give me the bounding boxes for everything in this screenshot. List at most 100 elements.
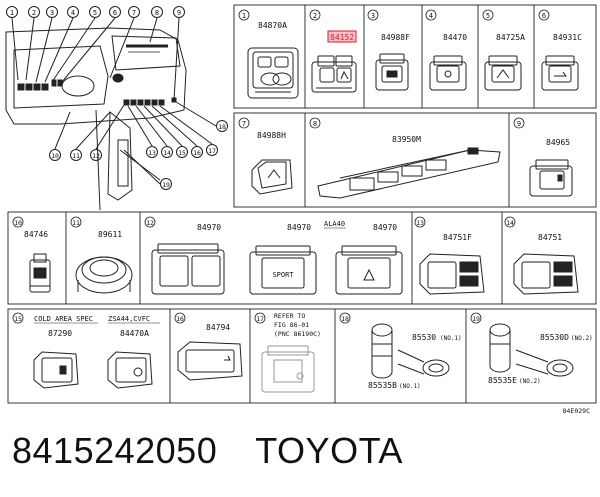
cell-14[interactable]: 14 84751 — [504, 216, 579, 295]
mirror-switch-icon — [247, 47, 299, 99]
cell-15[interactable]: 15 COLD AREA SPEC ZSA44,CVFC 87290 84470… — [12, 312, 160, 389]
callout-8[interactable]: 8 — [151, 6, 163, 18]
part-qualifier: (NO.2) — [519, 378, 541, 385]
cell-number: 14 — [506, 219, 514, 227]
cell-number: 5 — [486, 12, 490, 20]
grid-lines — [7, 4, 597, 404]
cell-number: 19 — [472, 315, 480, 323]
callout-4[interactable]: 4 — [67, 6, 79, 18]
cell-18[interactable]: 18 85530 (NO.1) 85535B (NO.1) — [339, 312, 462, 390]
cell-number: 4 — [429, 12, 433, 20]
callout-label: 3 — [50, 9, 54, 17]
cell-1[interactable]: 1 84870A — [238, 9, 299, 99]
figure-code: 84E029C — [563, 407, 590, 415]
cell-13[interactable]: 13 84751F — [414, 216, 485, 295]
callout-16[interactable]: 16 — [191, 146, 203, 158]
callout-label: 4 — [71, 9, 75, 17]
cell-number: 11 — [72, 219, 80, 227]
cell-4[interactable]: 4 84470 — [425, 9, 467, 91]
callout-5[interactable]: 5 — [89, 6, 101, 18]
callout-11[interactable]: 11 — [70, 149, 82, 161]
cell-number: 13 — [416, 219, 424, 227]
warning-switch-icon — [335, 245, 403, 295]
part-number-label: 85535B — [368, 381, 397, 390]
part-number-label: 83950M — [392, 135, 421, 144]
switch-panel-icon — [317, 147, 501, 199]
cell-number: 7 — [242, 120, 246, 128]
switch-icon — [251, 159, 293, 195]
cell-number: 9 — [517, 120, 521, 128]
cell-number: 16 — [176, 315, 184, 323]
spec-label: ZSA44,CVFC — [108, 315, 150, 323]
heated-seat-switch-icon — [311, 55, 357, 93]
callout-label: 19 — [162, 181, 170, 189]
callout-label: 6 — [113, 9, 117, 17]
callout-label: 16 — [193, 149, 201, 157]
cell-number: 10 — [14, 219, 22, 227]
callout-6[interactable]: 6 — [109, 6, 121, 18]
switch-icon — [107, 351, 153, 389]
part-qualifier: (NO.1) — [399, 383, 421, 390]
dashboard-overview: 1 2 3 4 5 6 7 8 9 — [5, 6, 228, 211]
cell-9[interactable]: 9 84965 — [513, 117, 573, 197]
part-number-label: 84988F — [381, 33, 410, 42]
cell-17[interactable]: 17 REFER TO FIG 86-01 (PNC 86190C) — [254, 312, 321, 393]
cell-5[interactable]: 5 84725A — [482, 9, 525, 91]
callout-label: 17 — [208, 147, 216, 155]
cell-number: 2 — [313, 12, 317, 20]
callout-10[interactable]: 10 — [49, 149, 61, 161]
cell-8[interactable]: 8 83950M — [309, 117, 501, 199]
part-number-label: 84970 — [287, 223, 311, 232]
part-number-label: 84470A — [120, 329, 149, 338]
callout-13[interactable]: 13 — [146, 146, 158, 158]
cell-number: 17 — [256, 315, 264, 323]
callout-14[interactable]: 14 — [161, 146, 173, 158]
callout-17[interactable]: 17 — [206, 144, 218, 156]
callout-18[interactable]: 18 — [216, 120, 228, 132]
part-number-label: 84965 — [546, 138, 570, 147]
cell-6[interactable]: 6 84931C — [538, 9, 582, 91]
callout-label: 15 — [178, 149, 186, 157]
cell-10[interactable]: 10 84746 — [12, 216, 51, 293]
part-qualifier: (NO.1) — [440, 335, 462, 342]
cell-16[interactable]: 16 84794 — [174, 312, 243, 381]
switch-block-icon — [513, 253, 579, 295]
part-number-label: 84970 — [197, 223, 221, 232]
callout-1[interactable]: 1 — [6, 6, 18, 18]
switch-icon — [177, 341, 243, 381]
part-number-label: 87290 — [48, 329, 72, 338]
cell-number: 18 — [341, 315, 349, 323]
callout-2[interactable]: 2 — [28, 6, 40, 18]
part-number-label: 85530 — [412, 333, 436, 342]
part-number-label: 84746 — [24, 230, 48, 239]
cell-number: 6 — [542, 12, 546, 20]
connector-icon — [29, 253, 51, 293]
callout-12[interactable]: 12 — [90, 149, 102, 161]
switch-icon — [529, 159, 573, 197]
callout-7[interactable]: 7 — [128, 6, 140, 18]
callout-label: 13 — [148, 149, 156, 157]
cell-11[interactable]: 11 89611 — [70, 216, 133, 294]
callout-label: 12 — [92, 152, 100, 160]
cell-3[interactable]: 3 84988F — [367, 9, 410, 91]
cell-12[interactable]: 12 84970 84970 ALA40 84970 SPORT — [144, 216, 403, 295]
cell-19[interactable]: 19 85530D (NO.2) 85535E (NO.2) — [470, 312, 593, 385]
callout-15[interactable]: 15 — [176, 146, 188, 158]
cell-7[interactable]: 7 84988H — [238, 117, 293, 195]
callout-9[interactable]: 9 — [173, 6, 185, 18]
dual-switch-icon — [151, 243, 225, 295]
part-number-label: 84988H — [257, 131, 286, 140]
parts-diagram: 1 2 3 4 5 6 7 8 9 — [5, 4, 597, 415]
cell-2[interactable]: 2 84152 — [309, 9, 357, 93]
callout-19[interactable]: 19 — [160, 178, 172, 190]
callout-label: 5 — [93, 9, 97, 17]
part-number-label: 89611 — [98, 230, 122, 239]
power-outlet-icon — [489, 323, 574, 377]
callout-label: 7 — [132, 9, 136, 17]
callout-label: 1 — [10, 9, 14, 17]
callout-label: 2 — [32, 9, 36, 17]
reference-note: REFER TO — [274, 312, 305, 320]
callout-label: 8 — [155, 9, 159, 17]
callout-3[interactable]: 3 — [46, 6, 58, 18]
